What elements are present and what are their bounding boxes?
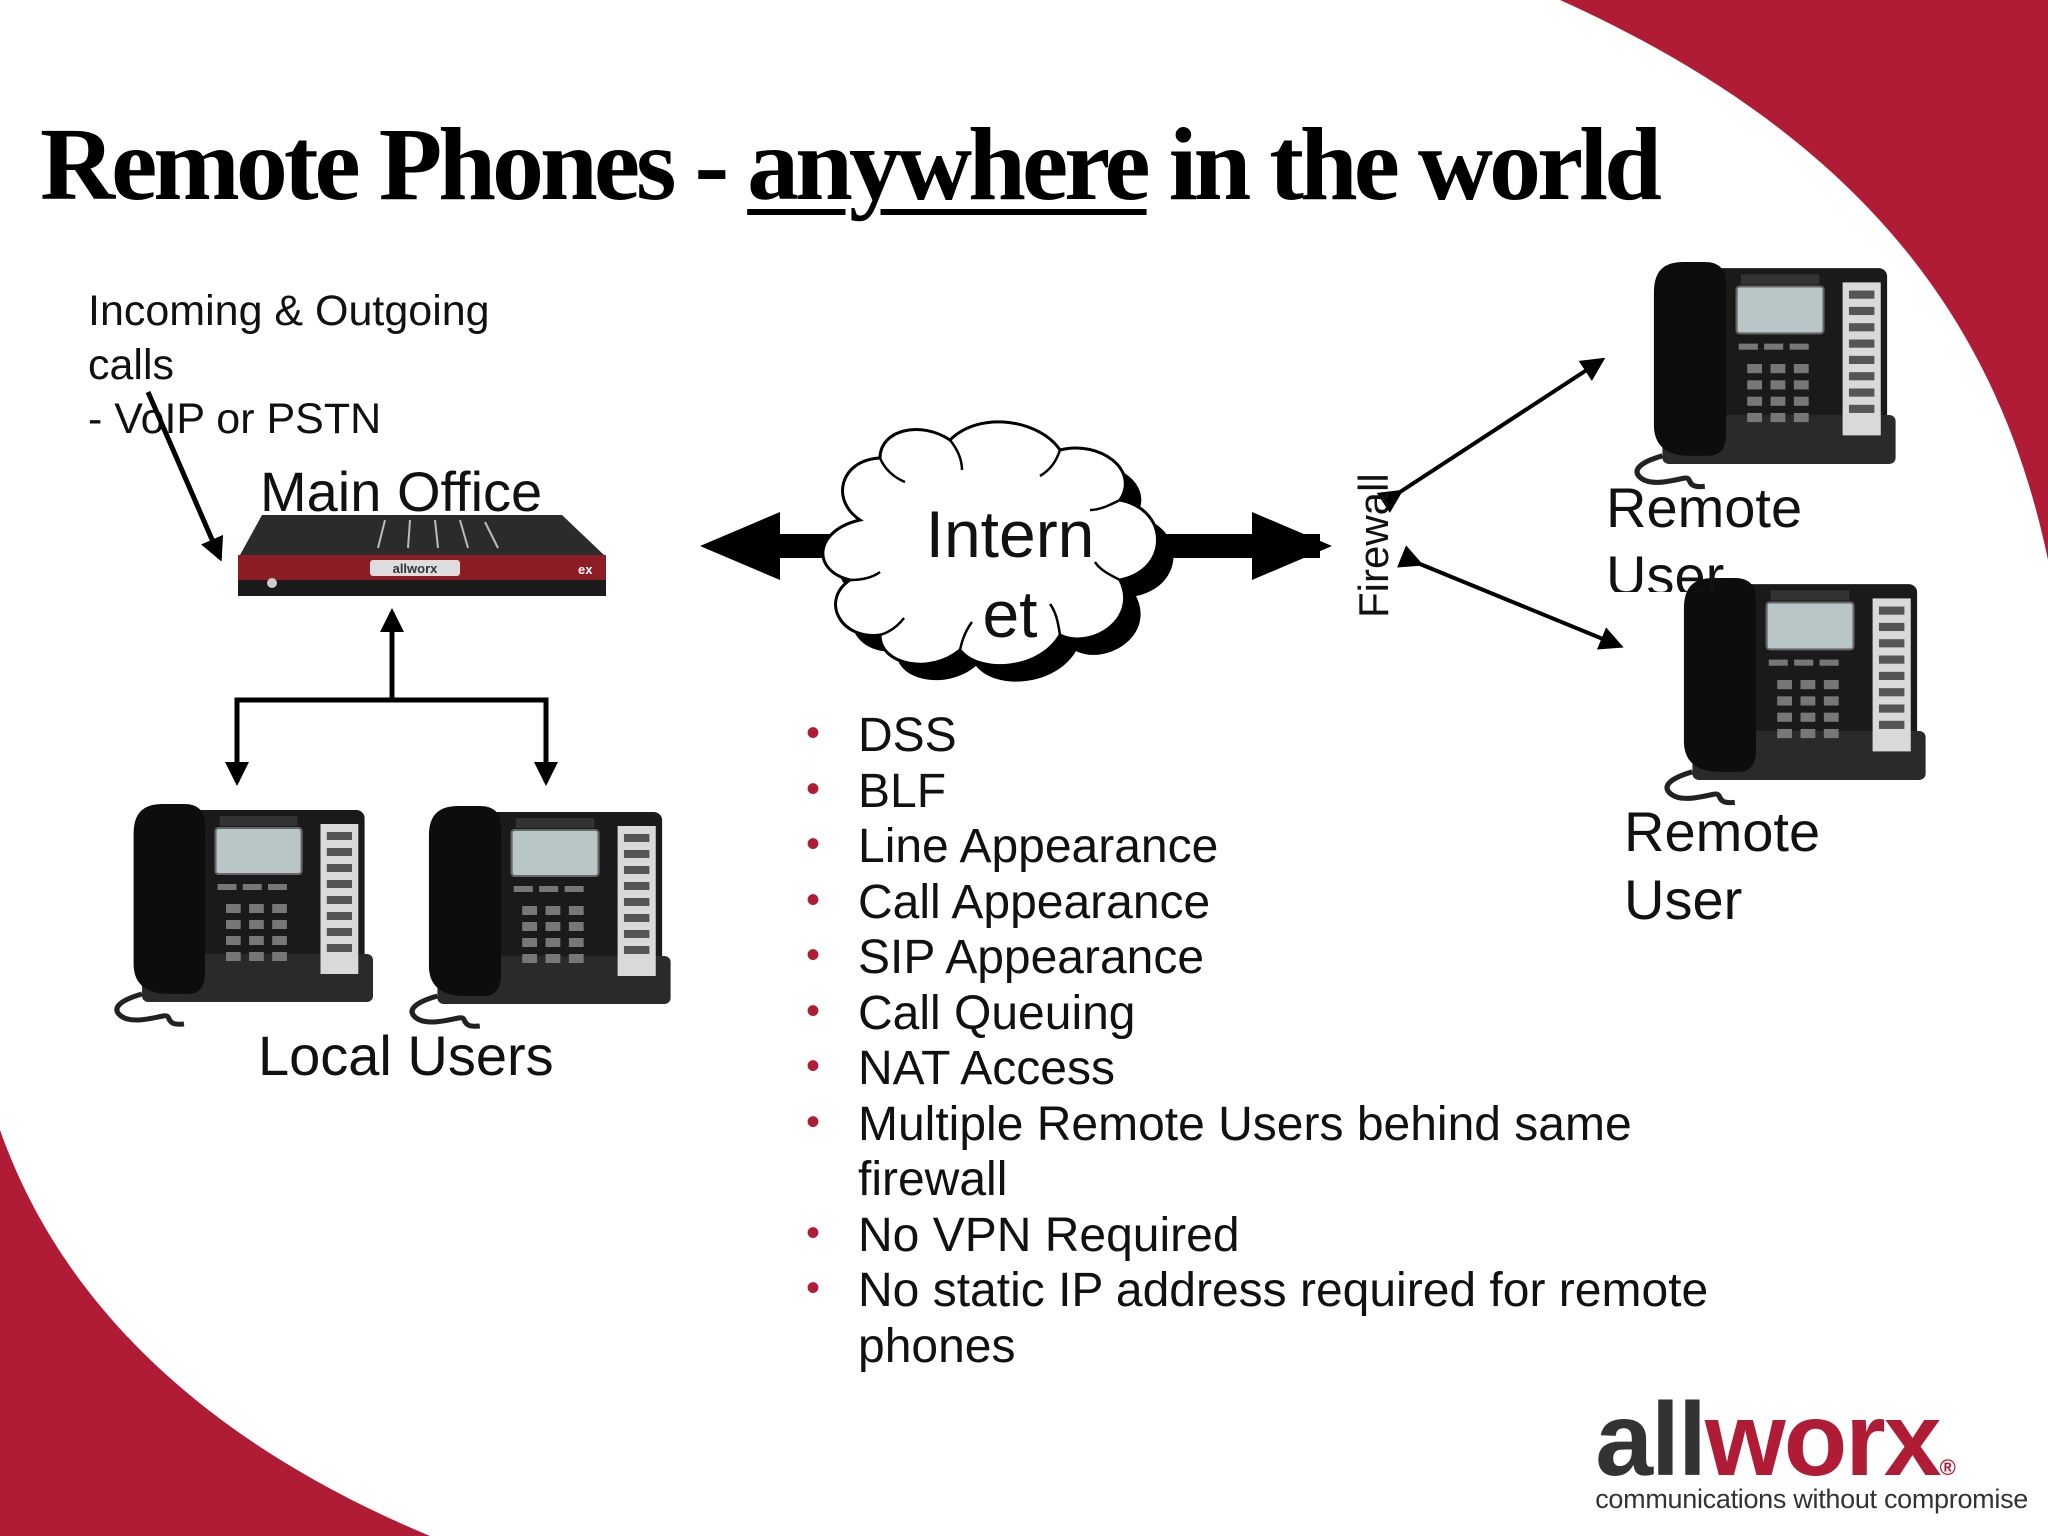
- server-icon: allworx ex: [238, 515, 606, 596]
- feature-item: No VPN Required: [800, 1206, 1800, 1264]
- logo-word-part1: all: [1595, 1382, 1707, 1498]
- remote-arrows-icon: [1376, 357, 1624, 650]
- internet-label: Intern et: [890, 494, 1130, 654]
- bottom-left-swoosh: [0, 1130, 430, 1536]
- feature-item: SIP Appearance: [800, 928, 1800, 986]
- local-phone-1-icon: [117, 804, 373, 1024]
- logo-registered: ®: [1939, 1455, 1956, 1480]
- logo-wordmark: allworx®: [1595, 1388, 2028, 1492]
- server-brand-label: allworx: [393, 561, 439, 576]
- feature-item: No static IP address required for remote…: [800, 1261, 1818, 1374]
- remote-phone-1-icon: [1637, 262, 1896, 487]
- feature-item: BLF: [800, 762, 1800, 820]
- cloud-icon: [821, 420, 1174, 682]
- local-users-label: Local Users: [258, 1024, 554, 1087]
- title-underlined-word: anywhere: [747, 107, 1150, 222]
- note-arrow-icon: [145, 391, 224, 562]
- page-title: Remote Phones - anywhere in the world: [40, 107, 1662, 222]
- logo-tagline: communications without compromise: [1595, 1484, 2028, 1514]
- note-line: Incoming & Outgoing: [88, 287, 490, 335]
- feature-item: DSS: [800, 706, 1800, 764]
- internet-label-line2: et: [982, 577, 1038, 651]
- feature-item: Call Appearance: [800, 873, 1800, 931]
- remote-user-1-line1: Remote: [1606, 476, 1803, 539]
- feature-item: Call Queuing: [800, 984, 1800, 1042]
- main-office-label: Main Office: [260, 460, 543, 523]
- internet-label-line1: Intern: [925, 497, 1095, 571]
- feature-list: DSS BLF Line Appearance Call Appearance …: [800, 706, 1800, 1374]
- note-line: - VoIP or PSTN: [88, 395, 382, 443]
- title-part1: Remote Phones -: [40, 107, 748, 222]
- firewall-label: Firewall: [1350, 473, 1397, 618]
- title-part2: in the world: [1146, 107, 1662, 222]
- local-users-connector: [225, 608, 558, 786]
- allworx-logo: allworx® communications without compromi…: [1595, 1388, 2028, 1515]
- feature-item: Line Appearance: [800, 817, 1800, 875]
- remote-user-1-label: Remote User: [1606, 474, 1802, 592]
- feature-item: Multiple Remote Users behind same firewa…: [800, 1095, 1738, 1208]
- note-line: calls: [88, 341, 175, 389]
- calls-note: Incoming & Outgoing calls - VoIP or PSTN: [88, 284, 588, 446]
- feature-item: NAT Access: [800, 1039, 1678, 1097]
- top-right-swoosh: [1560, 0, 2048, 560]
- local-phone-2-icon: [412, 806, 671, 1026]
- logo-word-part2: worx: [1704, 1382, 1942, 1498]
- remote-user-1-line2: User: [1606, 544, 1725, 592]
- svg-text:ex: ex: [578, 562, 593, 577]
